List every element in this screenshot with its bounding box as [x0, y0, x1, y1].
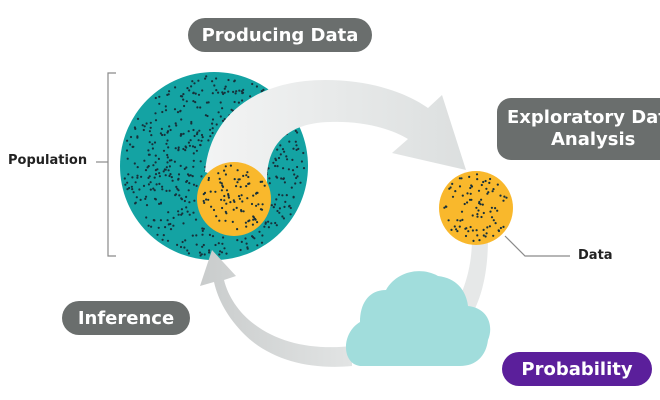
inference-label: Inference	[77, 307, 175, 329]
sample-circle	[197, 162, 271, 236]
producing-data-pill: Producing Data	[188, 18, 372, 52]
data-label: Data	[578, 248, 613, 263]
exploratory-analysis-pill: Exploratory Dat Analysis	[497, 98, 660, 160]
sample-dots	[202, 164, 266, 231]
producing-data-label: Producing Data	[201, 24, 359, 46]
probability-pill: Probability	[502, 352, 652, 386]
population-label: Population	[8, 153, 88, 168]
data-leader-line	[504, 235, 570, 257]
arrow-producing-data	[205, 80, 466, 194]
data-dots	[443, 173, 508, 242]
probability-label: Probability	[521, 358, 633, 380]
exploratory-analysis-label-line2: Analysis	[551, 129, 636, 150]
probability-cloud	[345, 271, 491, 366]
arrow-inference	[200, 250, 352, 367]
inference-pill: Inference	[62, 301, 190, 335]
population-bracket	[107, 72, 116, 257]
exploratory-analysis-label-line1: Exploratory Dat	[507, 107, 660, 128]
